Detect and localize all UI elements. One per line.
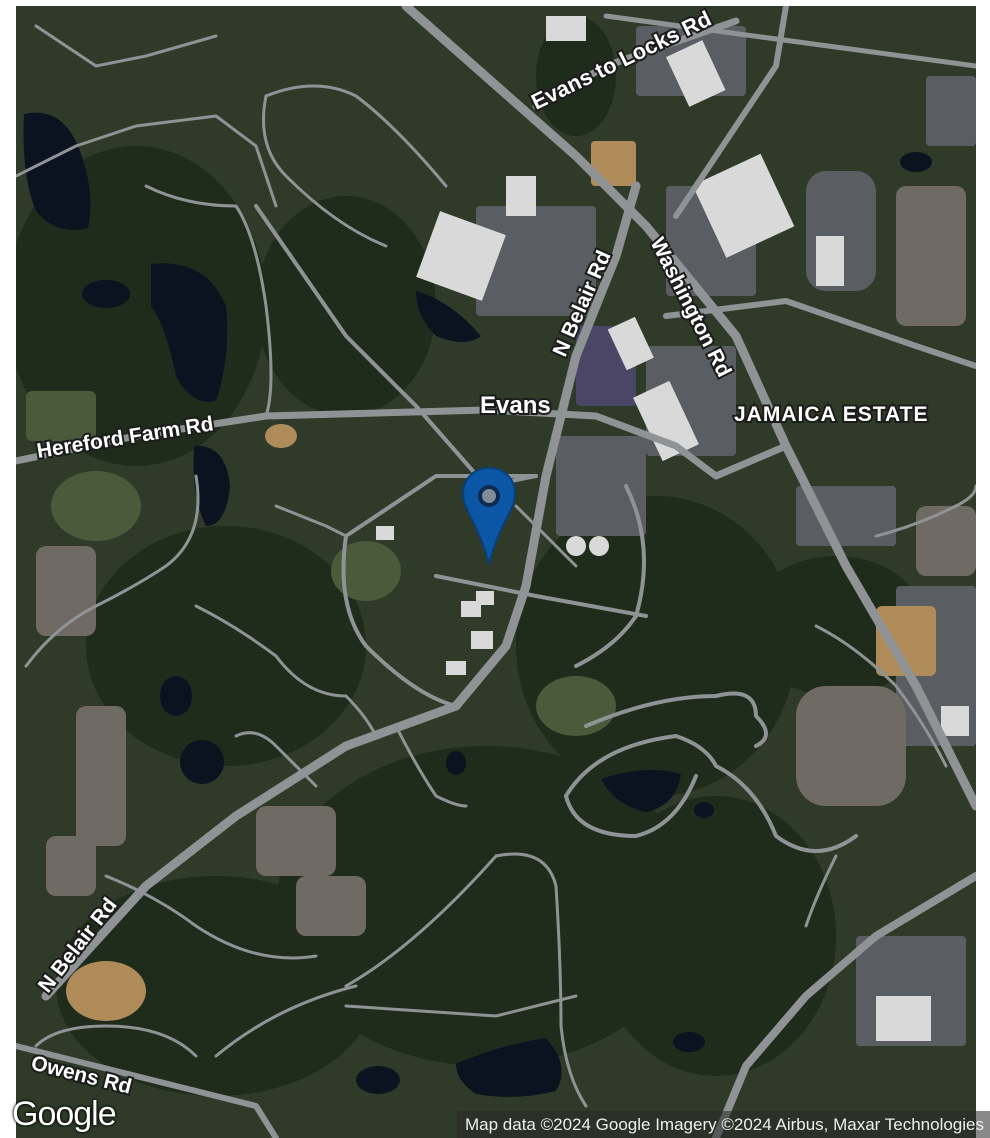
dirt-areas (66, 141, 936, 1021)
location-pin-icon[interactable] (461, 466, 517, 570)
buildings (376, 16, 969, 1041)
google-logo: Google (12, 1095, 117, 1133)
label-evans: Evans (480, 392, 551, 419)
water-bodies (23, 112, 932, 1097)
map-attribution[interactable]: Map data ©2024 Google Imagery ©2024 Airb… (457, 1111, 990, 1138)
satellite-map[interactable]: Evans to Locks Rd N Belair Rd Washington… (16, 6, 976, 1138)
label-jamaica-estates: JAMAICA ESTATE (734, 403, 928, 426)
map-imagery: Evans to Locks Rd N Belair Rd Washington… (16, 6, 976, 1138)
residential-roofs (36, 186, 976, 936)
roads (16, 6, 976, 1138)
